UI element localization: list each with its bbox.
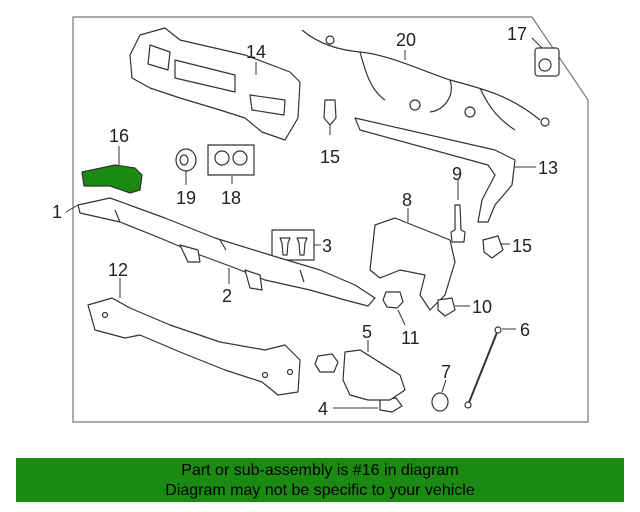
part-15-clip-top xyxy=(323,99,337,126)
part-9-bolt xyxy=(450,204,466,243)
callout-12: 12 xyxy=(108,260,128,280)
parts-diagram: 16 14 20 17 15 13 19 18 1 3 2 8 9 15 10 … xyxy=(52,16,589,423)
callout-13: 13 xyxy=(538,158,558,178)
banner-line-2: Diagram may not be specific to your vehi… xyxy=(165,482,475,499)
part-14-trim-panel xyxy=(129,27,301,141)
part-11-nut xyxy=(382,291,404,309)
part-4-nut-center xyxy=(314,353,339,373)
callout-16: 16 xyxy=(109,126,129,146)
callout-15-right: 15 xyxy=(512,236,532,256)
part-5-bracket xyxy=(342,349,406,401)
info-banner: Part or sub-assembly is #16 in diagram D… xyxy=(16,458,624,502)
callout-18: 18 xyxy=(221,188,241,208)
callout-3: 3 xyxy=(322,236,332,256)
part-16-highlighted xyxy=(81,164,143,194)
callout-9: 9 xyxy=(452,164,462,184)
callout-2: 2 xyxy=(222,286,232,306)
part-13-trim-strip xyxy=(354,117,516,223)
callout-1: 1 xyxy=(52,202,62,222)
callout-8: 8 xyxy=(402,190,412,210)
callout-17: 17 xyxy=(507,24,527,44)
callout-14: 14 xyxy=(246,42,266,62)
banner-line-1: Part or sub-assembly is #16 in diagram xyxy=(181,462,459,479)
part-12-brace xyxy=(87,297,301,396)
part-3-fasteners xyxy=(271,229,315,261)
part-10-clip xyxy=(437,297,456,317)
callout-5: 5 xyxy=(362,322,372,342)
callout-20: 20 xyxy=(396,30,416,50)
callout-11: 11 xyxy=(401,328,420,348)
callout-7: 7 xyxy=(441,362,451,382)
part-15-clip-right xyxy=(482,235,504,259)
part-2-bumper-reinforcement xyxy=(77,197,376,307)
callout-10: 10 xyxy=(472,297,492,317)
part-20-wiring-harness xyxy=(301,29,541,131)
part-8-bracket xyxy=(369,217,456,311)
callout-19: 19 xyxy=(176,188,196,208)
diagram-panel-outline xyxy=(72,16,589,423)
part-7-grommet xyxy=(431,392,449,412)
part-6-strut xyxy=(467,329,499,406)
callout-4: 4 xyxy=(318,399,328,419)
callout-6: 6 xyxy=(520,320,530,340)
callout-15-top: 15 xyxy=(320,147,340,167)
